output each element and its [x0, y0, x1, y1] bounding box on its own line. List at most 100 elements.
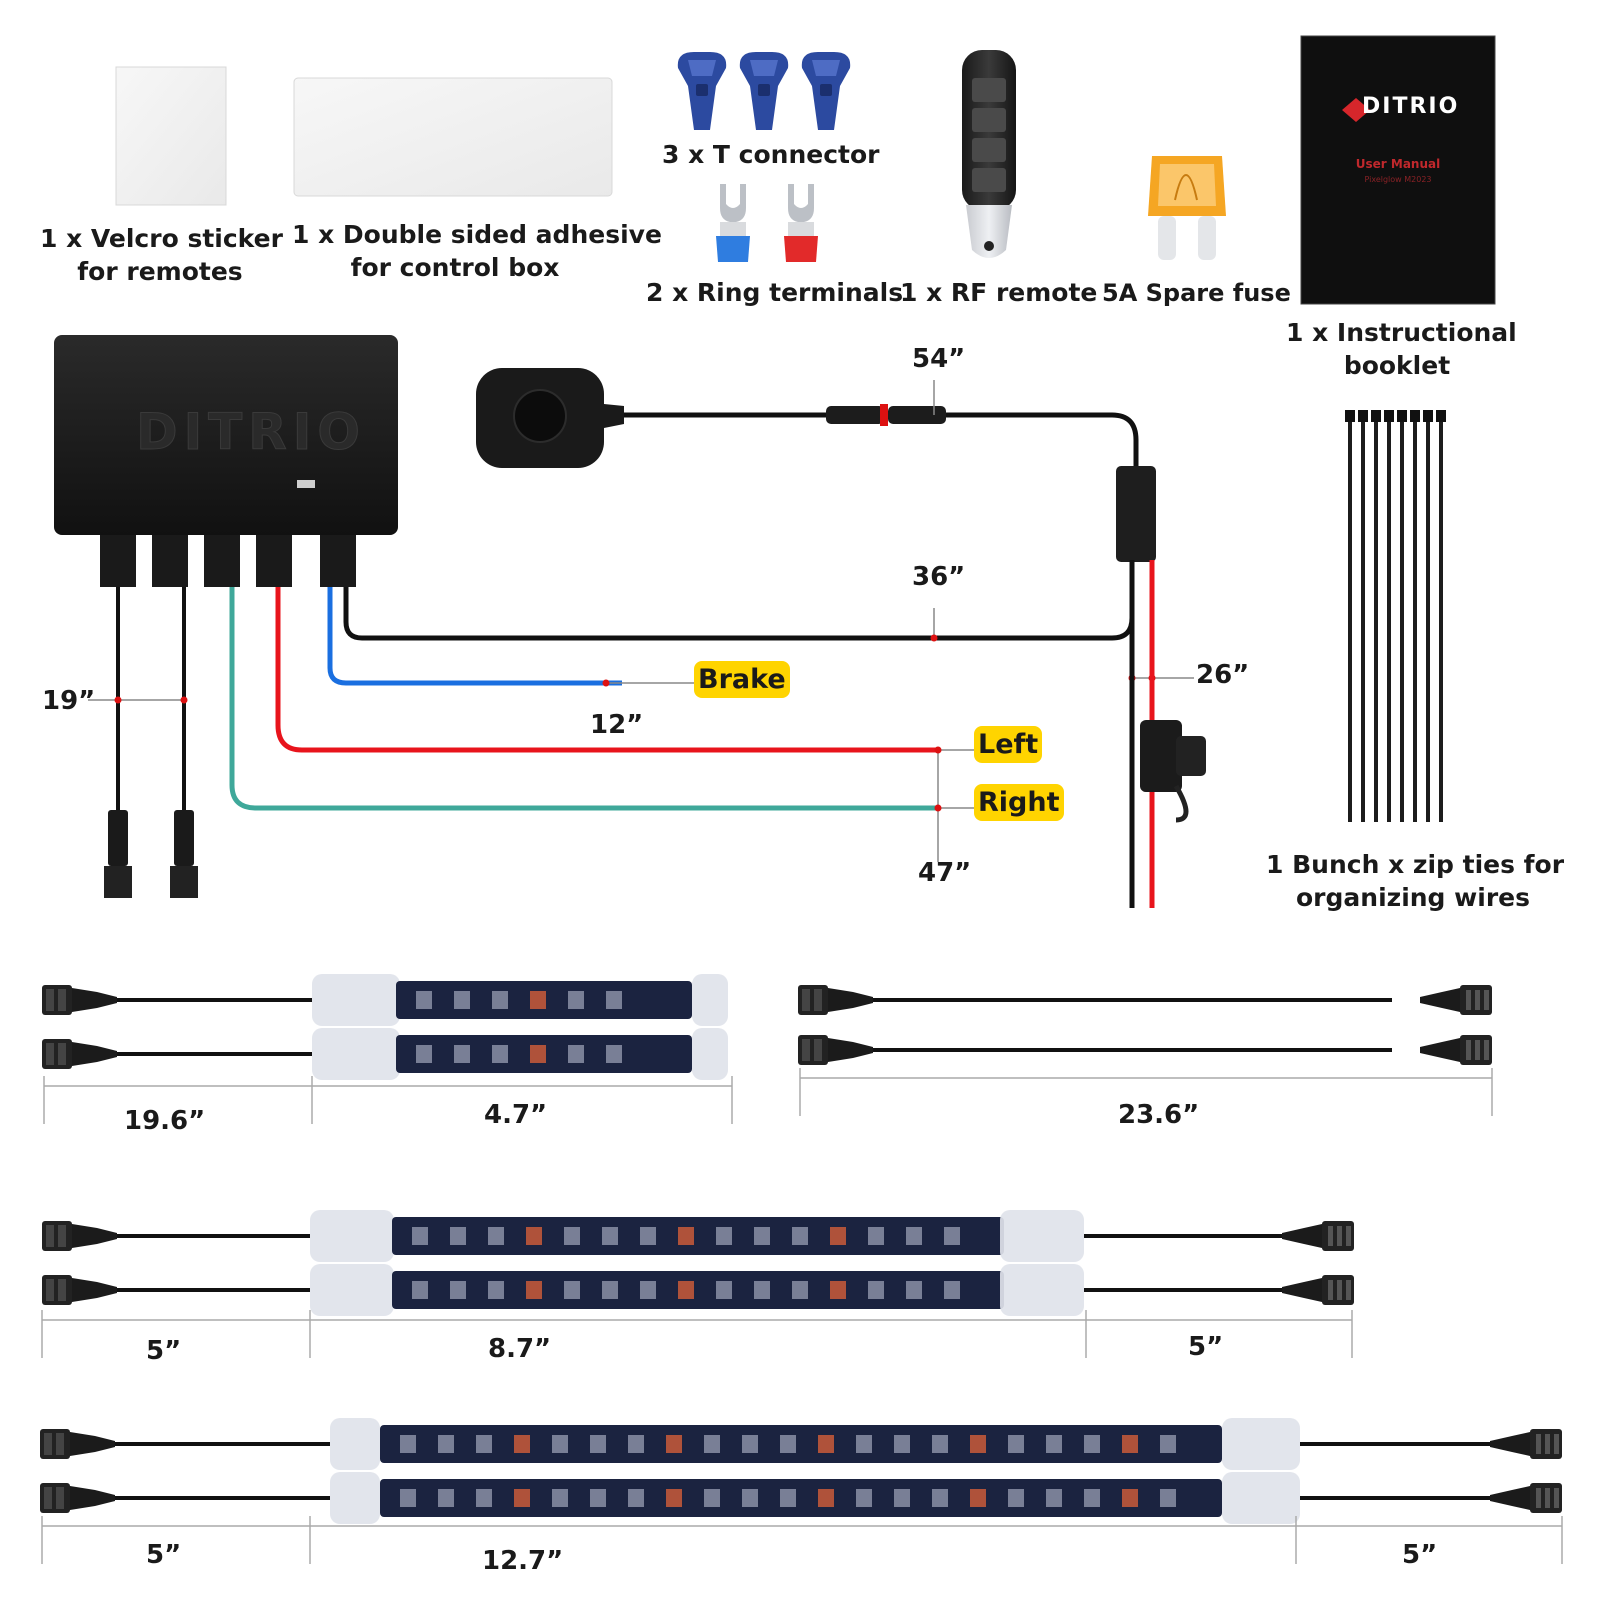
- length-47: 47”: [918, 858, 972, 888]
- led-strip: [380, 1479, 1222, 1517]
- extension-length: 23.6”: [1118, 1100, 1200, 1130]
- led-chip: [628, 1489, 644, 1507]
- fuse-icon: [1148, 156, 1226, 260]
- strip-end-cap: [1222, 1418, 1300, 1470]
- led-strips: [40, 974, 1563, 1564]
- led-chip: [450, 1281, 466, 1299]
- led-chip: [830, 1281, 846, 1299]
- led-chip: [400, 1489, 416, 1507]
- led-chip: [856, 1435, 872, 1453]
- strip-end-cap: [1000, 1210, 1084, 1262]
- plug-connector: [798, 1035, 873, 1065]
- dimmer-switch: [476, 368, 624, 468]
- led-chip: [530, 991, 546, 1009]
- booklet-caption-line1: 1 x Instructional: [1286, 318, 1517, 347]
- led-chip: [780, 1435, 796, 1453]
- led-strip: [392, 1271, 1004, 1309]
- led-chip: [1084, 1489, 1100, 1507]
- strip-end-cap: [692, 974, 728, 1026]
- adhesive-pad: [293, 77, 613, 197]
- led-chip: [818, 1489, 834, 1507]
- led-chip: [792, 1281, 808, 1299]
- led-chip: [704, 1435, 720, 1453]
- led-chip: [640, 1281, 656, 1299]
- led-chip: [552, 1489, 568, 1507]
- inline-connector: [826, 380, 946, 426]
- plug-connector: [42, 985, 117, 1015]
- socket-connector: [1420, 1035, 1492, 1065]
- led-chip: [590, 1489, 606, 1507]
- led-chip: [1008, 1489, 1024, 1507]
- brake-signal-wire: [327, 587, 622, 686]
- power-wire: [343, 560, 1135, 641]
- plug-connector: [40, 1483, 115, 1513]
- adhesive-caption: 1 x Double sided adhesive for control bo…: [292, 218, 662, 284]
- led-chip: [1122, 1489, 1138, 1507]
- led-chip: [606, 1045, 622, 1063]
- leader-lines: [606, 608, 1194, 862]
- row2-right-length: 5”: [1188, 1332, 1224, 1362]
- led-chip: [754, 1227, 770, 1245]
- adhesive-caption-line2: for control box: [350, 253, 560, 282]
- led-chip: [678, 1227, 694, 1245]
- led-chip: [666, 1489, 682, 1507]
- ring-terminal-caption: 2 x Ring terminals: [646, 278, 904, 307]
- zip-ties-caption-line2: organizing wires: [1296, 883, 1530, 912]
- led-chip: [602, 1227, 618, 1245]
- t-connector-icon: [677, 52, 851, 130]
- length-54: 54”: [912, 344, 966, 374]
- led-chip: [830, 1227, 846, 1245]
- inline-fuse-holder: [1140, 720, 1206, 823]
- led-chip: [526, 1281, 542, 1299]
- led-chip: [492, 991, 508, 1009]
- led-chip: [552, 1435, 568, 1453]
- ring-terminal-icon: [716, 184, 818, 262]
- led-chip: [514, 1435, 530, 1453]
- led-chip: [492, 1045, 508, 1063]
- plug-connector: [42, 1221, 117, 1251]
- plug-connector: [42, 1275, 117, 1305]
- led-chip: [454, 1045, 470, 1063]
- right-signal-wire: [229, 587, 938, 811]
- zip-ties-caption-line1: 1 Bunch x zip ties for: [1266, 850, 1565, 879]
- led-strip: [380, 1425, 1222, 1463]
- control-box-brand: DITRIO: [136, 403, 366, 461]
- led-chip: [894, 1435, 910, 1453]
- led-chip: [606, 991, 622, 1009]
- socket-connector: [1282, 1221, 1354, 1251]
- led-chip: [666, 1435, 682, 1453]
- left-signal-wire: [275, 587, 938, 753]
- brake-tag: Brake: [694, 661, 790, 698]
- led-chip: [716, 1281, 732, 1299]
- strip-end-cap: [310, 1210, 394, 1262]
- socket-connector: [1490, 1429, 1562, 1459]
- row1-strip-length: 4.7”: [484, 1100, 548, 1130]
- led-chip: [792, 1227, 808, 1245]
- socket-connector: [1420, 985, 1492, 1015]
- led-chip: [628, 1435, 644, 1453]
- led-chip: [438, 1435, 454, 1453]
- led-chip: [856, 1489, 872, 1507]
- led-chip: [1008, 1435, 1024, 1453]
- led-chip: [514, 1489, 530, 1507]
- row1-wire-length: 19.6”: [124, 1106, 206, 1136]
- led-strip: [392, 1217, 1004, 1255]
- led-chip: [438, 1489, 454, 1507]
- led-chip: [454, 991, 470, 1009]
- led-chip: [640, 1227, 656, 1245]
- right-tag: Right: [974, 784, 1064, 821]
- led-chip: [868, 1281, 884, 1299]
- led-chip: [568, 1045, 584, 1063]
- t-connector-caption: 3 x T connector: [662, 140, 880, 169]
- led-chip: [1160, 1489, 1176, 1507]
- led-chip: [716, 1227, 732, 1245]
- led-chip: [530, 1045, 546, 1063]
- socket-connector: [1282, 1275, 1354, 1305]
- led-chip: [742, 1489, 758, 1507]
- booklet-brand: DITRIO: [1362, 94, 1460, 119]
- wire-splitter: [1116, 466, 1156, 562]
- adhesive-caption-line1: 1 x Double sided adhesive: [292, 220, 662, 249]
- rf-remote-caption: 1 x RF remote: [900, 278, 1098, 307]
- led-chip: [780, 1489, 796, 1507]
